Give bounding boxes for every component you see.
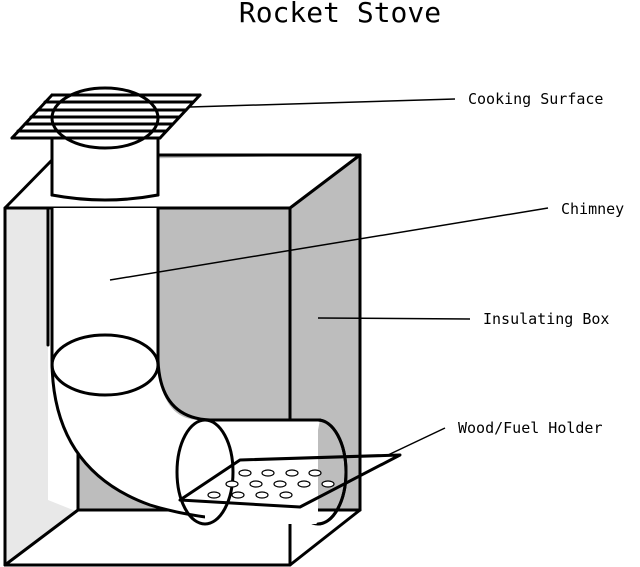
label-insulating-box: Insulating Box: [483, 310, 609, 328]
leader-chimney: [109, 207, 549, 281]
diagram-title: Rocket Stove: [239, 0, 441, 29]
leader-fuel-holder: [387, 427, 446, 456]
leader-lines: [109, 98, 549, 456]
box-left-wall: [5, 208, 78, 565]
elbow-opening: [50, 333, 160, 397]
label-cooking-surface: Cooking Surface: [468, 90, 603, 108]
leader-cooking-surface: [189, 98, 456, 108]
label-fuel-holder: Wood/Fuel Holder: [458, 419, 603, 437]
fuel-tube-front-ring: [175, 418, 235, 526]
label-chimney: Chimney: [561, 200, 624, 218]
cooking-surface-grill: [10, 86, 202, 150]
fuel-holder-grate: [178, 453, 402, 509]
leader-insulating-box: [317, 317, 471, 320]
